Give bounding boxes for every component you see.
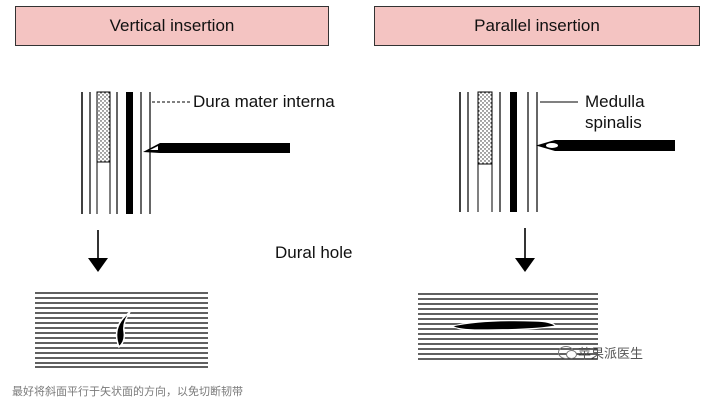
right-meninges-layers — [459, 91, 538, 212]
vertical-insertion-header: Vertical insertion — [15, 6, 329, 46]
left-down-arrow — [88, 230, 108, 272]
left-dural-hole-crescent — [115, 311, 131, 349]
medulla-label-line1: Medulla — [585, 92, 645, 111]
left-meninges-layers — [81, 91, 151, 214]
vertical-insertion-title: Vertical insertion — [109, 16, 235, 35]
dural-hole-label: Dural hole — [275, 243, 353, 262]
left-needle — [143, 143, 290, 153]
caption-text: 最好将斜面平行于矢状面的方向，以免切断韧带 — [12, 385, 243, 398]
watermark: 苹果派医生 — [558, 343, 643, 362]
dura-mater-label: Dura mater interna — [193, 92, 335, 111]
right-dura-fibers — [418, 293, 598, 360]
watermark-text: 苹果派医生 — [578, 347, 644, 362]
right-needle — [536, 140, 675, 151]
right-dural-hole-slit — [450, 320, 558, 331]
parallel-insertion-header: Parallel insertion — [374, 6, 700, 46]
parallel-insertion-title: Parallel insertion — [474, 16, 600, 35]
wechat-icon — [558, 346, 577, 359]
left-dura-fibers — [35, 292, 208, 368]
right-down-arrow — [515, 228, 535, 272]
medulla-label-line2: spinalis — [585, 113, 642, 132]
